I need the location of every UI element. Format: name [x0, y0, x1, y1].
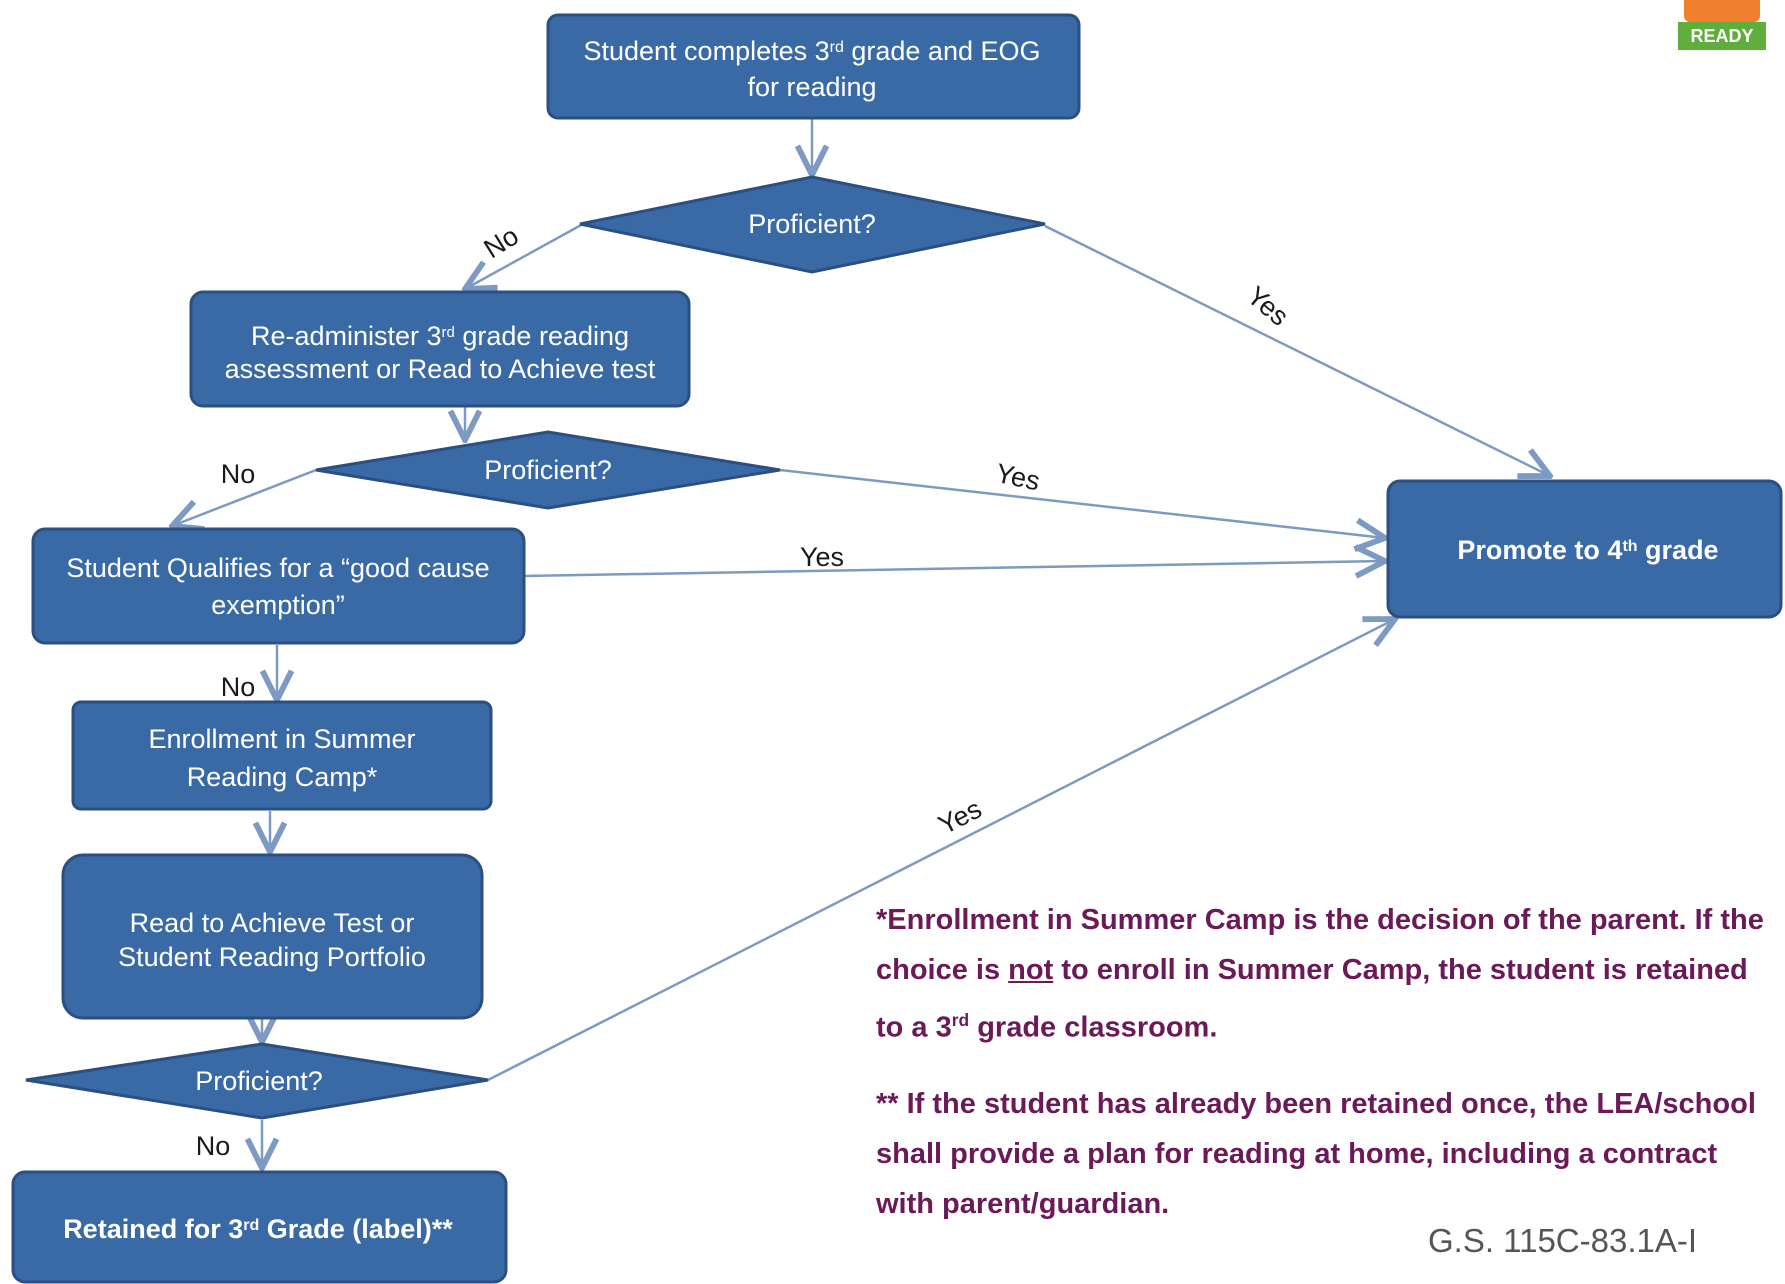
- footnotes: *Enrollment in Summer Camp is the decisi…: [876, 895, 1776, 1255]
- logo-text: READY: [1678, 22, 1766, 50]
- node-summer-camp-line1: Enrollment in Summer: [148, 724, 415, 754]
- node-start-line1: Student completes 3: [583, 36, 829, 66]
- logo-book-icon: [1684, 0, 1760, 22]
- node-retained-line1: Retained for 3: [63, 1214, 243, 1244]
- svg-text:Retained for 3rd Grade (label): Retained for 3rd Grade (label)**: [63, 1214, 453, 1244]
- node-retained-line1b: Grade (label)**: [259, 1214, 453, 1244]
- label-q3-yes: Yes: [933, 794, 986, 841]
- label-q2-no: No: [221, 459, 256, 489]
- svg-text:Promote to 4th grade: Promote to 4th grade: [1457, 535, 1718, 565]
- node-readminister-sup: rd: [442, 324, 455, 341]
- footnote-1-sup: rd: [951, 1010, 970, 1030]
- node-promote-line1: Promote to 4: [1457, 535, 1622, 565]
- node-summer-camp: Enrollment in Summer Reading Camp*: [71, 700, 493, 811]
- footnote-1-part-c: grade classroom.: [969, 1011, 1218, 1044]
- node-start-line2: for reading: [747, 72, 876, 102]
- decision-q1: Proficient?: [579, 175, 1046, 274]
- footnote-1-part-b: to enroll in Summer Camp, the student is…: [876, 954, 1748, 1044]
- node-summer-camp-line2: Reading Camp*: [187, 762, 378, 792]
- node-readminister-line1b: grade reading: [455, 321, 629, 351]
- label-q1-no: No: [479, 221, 524, 265]
- node-read-to-achieve-line1: Read to Achieve Test or: [130, 908, 415, 938]
- footnote-2: ** If the student has already been retai…: [876, 1087, 1756, 1220]
- node-read-to-achieve: Read to Achieve Test or Student Reading …: [61, 853, 484, 1020]
- decision-q2: Proficient?: [315, 430, 781, 510]
- label-q1-yes: Yes: [1241, 280, 1294, 331]
- edge-q2-no: [172, 468, 317, 526]
- edge-exemption-yes: [523, 561, 1385, 576]
- label-exemption-no: No: [221, 672, 256, 702]
- decision-q2-label: Proficient?: [484, 455, 612, 485]
- connectors: [172, 118, 1550, 1168]
- footnote-1: *Enrollment in Summer Camp is the decisi…: [876, 895, 1776, 1053]
- node-promote-sup: th: [1622, 538, 1637, 555]
- label-q2-yes: Yes: [993, 458, 1042, 497]
- node-readminister-line1: Re-administer 3: [251, 321, 442, 351]
- edge-q2-yes: [779, 468, 1385, 538]
- node-retained: Retained for 3rd Grade (label)**: [11, 1170, 508, 1284]
- node-exemption: Student Qualifies for a “good cause exem…: [31, 527, 526, 645]
- node-start-line1b: grade and EOG: [844, 36, 1041, 66]
- label-exemption-yes: Yes: [800, 542, 844, 572]
- node-retained-sup: rd: [243, 1217, 259, 1234]
- node-promote-line1b: grade: [1638, 535, 1719, 565]
- decision-q1-label: Proficient?: [748, 209, 876, 239]
- edge-q1-yes: [1044, 224, 1550, 476]
- ready-logo: READY: [1678, 0, 1766, 54]
- footnote-1-part-a: *Enrollment in Summer Camp is the decisi…: [876, 904, 1764, 986]
- node-start-sup: rd: [830, 39, 844, 56]
- decision-q3: Proficient?: [25, 1042, 489, 1120]
- svg-text:Re-administer 3rd grade readin: Re-administer 3rd grade reading: [251, 321, 629, 351]
- decision-q3-label: Proficient?: [195, 1066, 323, 1096]
- node-promote: Promote to 4th grade: [1386, 479, 1783, 619]
- statute-citation: G.S. 115C-83.1A-I: [1428, 1222, 1698, 1259]
- node-read-to-achieve-line2: Student Reading Portfolio: [118, 942, 426, 972]
- footnote-1-not: not: [1008, 954, 1054, 986]
- svg-text:Student completes 3rd grade an: Student completes 3rd grade and EOG: [583, 36, 1040, 66]
- node-readminister: Re-administer 3rd grade reading assessme…: [189, 290, 691, 408]
- node-exemption-line2: exemption”: [211, 590, 345, 620]
- node-exemption-line1: Student Qualifies for a “good cause: [66, 553, 489, 583]
- node-readminister-line2: assessment or Read to Achieve test: [225, 354, 656, 384]
- edge-q3-yes: [487, 619, 1395, 1082]
- label-q3-no: No: [196, 1131, 231, 1161]
- edge-q1-no: [465, 222, 584, 289]
- node-start: Student completes 3rd grade and EOG for …: [546, 13, 1081, 120]
